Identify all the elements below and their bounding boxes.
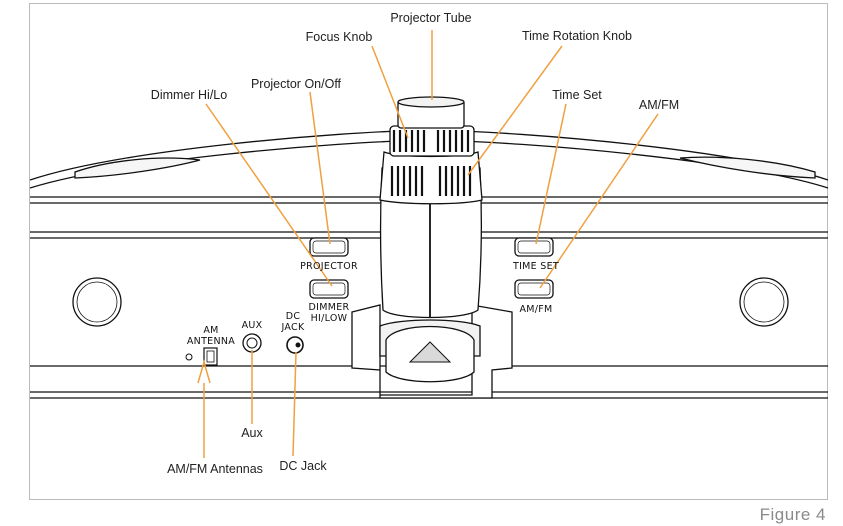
panel-label-dimmer-2: HI/LOW <box>311 313 348 324</box>
label-time-rotation-knob: Time Rotation Knob <box>522 29 632 43</box>
projector-assembly <box>351 96 513 399</box>
right-speaker <box>739 277 789 327</box>
panel-label-dc-jack-2: JACK <box>280 322 304 333</box>
dc-jack[interactable] <box>286 336 304 354</box>
label-time-set: Time Set <box>552 88 602 102</box>
label-dc-jack: DC Jack <box>279 459 327 473</box>
am-antenna-screw <box>185 353 193 361</box>
panel-label-dc-jack-1: DC <box>286 311 301 322</box>
rear-jacks <box>185 333 304 366</box>
left-speaker <box>72 277 122 327</box>
panel-labels: PROJECTOR DIMMER HI/LOW TIME SET AM/FM A… <box>187 261 559 347</box>
panel-label-time-set: TIME SET <box>512 261 559 272</box>
figure-frame <box>29 3 828 500</box>
time-set-button[interactable] <box>514 237 554 257</box>
label-aux: Aux <box>241 426 263 440</box>
panel-label-am-fm: AM/FM <box>519 304 552 315</box>
label-dimmer-hi-lo: Dimmer Hi/Lo <box>151 88 227 102</box>
figure-caption: Figure 4 <box>760 505 826 524</box>
leader-lines <box>197 30 659 458</box>
panel-label-dimmer-1: DIMMER <box>309 302 350 313</box>
label-am-fm-antennas: AM/FM Antennas <box>167 462 263 476</box>
label-projector-on-off: Projector On/Off <box>251 77 342 91</box>
knob-ridges <box>390 130 472 196</box>
dimmer-button[interactable] <box>309 279 349 299</box>
panel-buttons <box>309 237 554 299</box>
panel-label-aux: AUX <box>242 320 263 331</box>
label-focus-knob: Focus Knob <box>306 30 373 44</box>
panel-label-am-antenna-1: AM <box>203 325 218 336</box>
label-am-fm: AM/FM <box>639 98 679 112</box>
panel-label-am-antenna-2: ANTENNA <box>187 336 235 347</box>
am-fm-button[interactable] <box>514 279 554 299</box>
label-projector-tube: Projector Tube <box>390 11 471 25</box>
callout-labels: Projector Tube Focus Knob Time Rotation … <box>151 11 679 476</box>
panel-label-projector: PROJECTOR <box>300 261 358 272</box>
